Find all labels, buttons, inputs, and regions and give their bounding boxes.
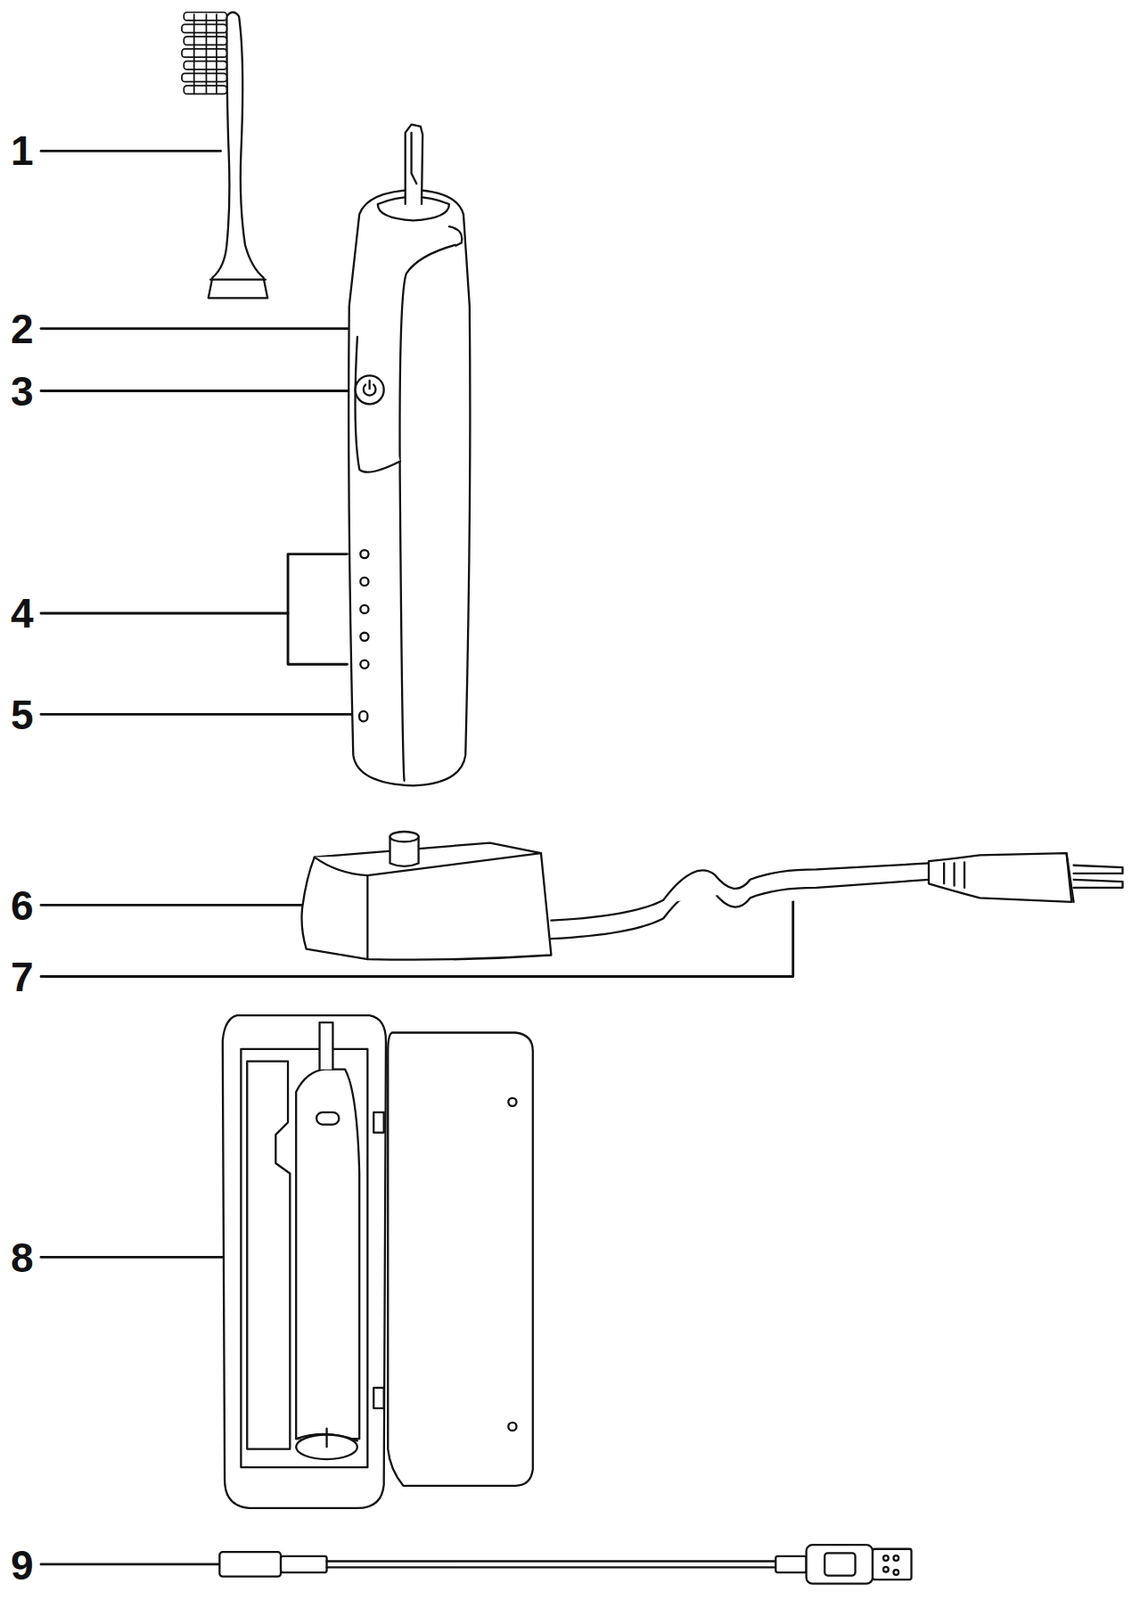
travel-case (222, 1015, 534, 1509)
usb-cable (219, 1544, 911, 1584)
toothbrush-handle (348, 124, 470, 787)
callout-number: 7 (10, 956, 34, 998)
callout-number: 4 (10, 592, 34, 634)
callout-number: 9 (10, 1544, 34, 1586)
callout-number: 8 (10, 1237, 34, 1279)
brush-head (181, 12, 268, 299)
callout-number: 5 (10, 694, 34, 736)
callout-number: 6 (10, 885, 34, 927)
callout-number: 2 (10, 308, 34, 350)
leader-lines (41, 150, 794, 1565)
callout-number: 1 (10, 130, 34, 172)
callout-number: 3 (10, 370, 34, 412)
charger (302, 831, 1124, 960)
